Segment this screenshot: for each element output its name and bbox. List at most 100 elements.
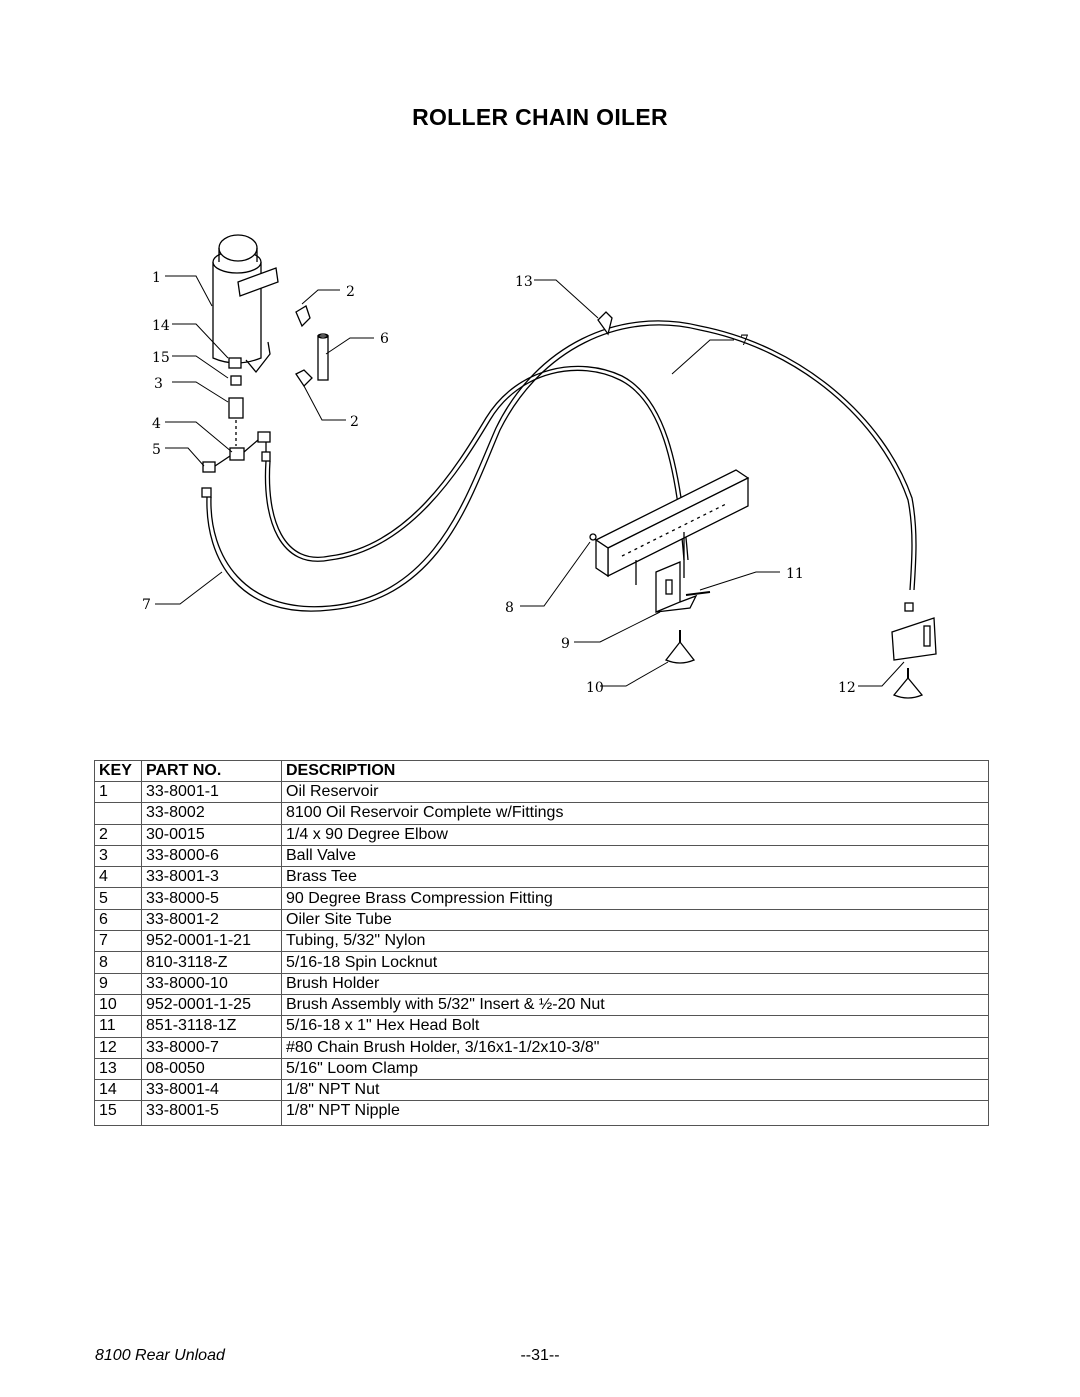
leader-lines (155, 275, 905, 687)
footer-page-number: --31-- (520, 1347, 560, 1364)
key-cell: 5 (94, 887, 142, 910)
description-cell: 5/16" Loom Clamp (281, 1057, 989, 1081)
key-cell: 7 (94, 930, 142, 953)
key-cell: 9 (94, 972, 142, 995)
elbows-and-sight-tube (295, 305, 329, 388)
description-cell: Brass Tee (281, 866, 989, 889)
square-tube-mount (589, 469, 750, 585)
key-column-header: KEY (94, 760, 142, 782)
table-header-row: KEY PART NO. DESCRIPTION (94, 760, 989, 782)
part-number-cell: 33-8001-5 (141, 1100, 282, 1127)
key-cell (94, 802, 142, 825)
key-cell: 10 (94, 993, 142, 1017)
callout-label: 7 (142, 597, 151, 613)
callout-label: 2 (346, 284, 355, 300)
parts-diagram: 1 2 14 6 15 3 2 4 5 7 13 7 11 8 9 10 12 (142, 234, 937, 699)
key-cell: 4 (94, 866, 142, 889)
description-column-header: DESCRIPTION (281, 760, 989, 782)
part-number-cell: 30-0015 (141, 823, 282, 846)
callout-label: 5 (152, 442, 161, 458)
key-cell: 8 (94, 951, 142, 974)
callout-label: 1 (152, 270, 161, 286)
description-cell: Oil Reservoir (281, 780, 989, 804)
description-cell: Brush Assembly with 5/32" Insert & ½-20 … (281, 993, 989, 1017)
part-number-cell: 33-8000-10 (141, 972, 282, 995)
part-number-cell: 33-8000-7 (141, 1036, 282, 1059)
part-number-cell: 08-0050 (141, 1057, 282, 1081)
part-number-cell: 810-3118-Z (141, 951, 282, 974)
callout-label: 6 (380, 331, 389, 347)
key-cell: 1 (94, 780, 142, 804)
part-number-cell: 33-8001-1 (141, 780, 282, 804)
page-title: ROLLER CHAIN OILER (412, 104, 668, 130)
footer-document-name: 8100 Rear Unload (95, 1347, 225, 1364)
key-cell: 2 (94, 823, 142, 846)
description-cell: Ball Valve (281, 844, 989, 868)
description-cell: 8100 Oil Reservoir Complete w/Fittings (281, 802, 989, 825)
callout-label: 7 (740, 333, 749, 349)
part-number-cell: 952-0001-1-25 (141, 993, 282, 1017)
part-number-cell: 33-8001-4 (141, 1079, 282, 1102)
part-number-cell: 33-8000-5 (141, 887, 282, 910)
brushes (664, 617, 937, 699)
key-cell: 14 (94, 1079, 142, 1102)
description-cell: Tubing, 5/32" Nylon (281, 930, 989, 953)
fittings-stack (201, 357, 271, 498)
key-cell: 11 (94, 1015, 142, 1038)
description-cell: 5/16-18 x 1" Hex Head Bolt (281, 1015, 989, 1038)
loom-clamp (597, 311, 613, 336)
part-number-cell: 33-8001-3 (141, 866, 282, 889)
callout-label: 4 (152, 416, 161, 432)
callout-label: 10 (586, 680, 604, 696)
oil-reservoir-part (212, 234, 279, 374)
callout-label: 14 (152, 318, 170, 334)
description-cell: 5/16-18 Spin Locknut (281, 951, 989, 974)
callout-label: 8 (505, 600, 514, 616)
description-cell: Oiler Site Tube (281, 908, 989, 932)
nylon-tubing (206, 320, 917, 612)
part-number-column-header: PART NO. (141, 760, 282, 782)
description-cell: 1/8" NPT Nipple (281, 1100, 989, 1127)
key-cell: 3 (94, 844, 142, 868)
description-cell: 90 Degree Brass Compression Fitting (281, 887, 989, 910)
part-number-cell: 33-8000-6 (141, 844, 282, 868)
part-number-cell: 851-3118-1Z (141, 1015, 282, 1038)
diagram-callouts: 1 2 14 6 15 3 2 4 5 7 13 7 11 8 9 10 12 (142, 270, 856, 696)
key-cell: 15 (94, 1100, 142, 1127)
part-number-cell: 952-0001-1-21 (141, 930, 282, 953)
callout-label: 9 (561, 636, 570, 652)
description-cell: 1/4 x 90 Degree Elbow (281, 823, 989, 846)
callout-label: 12 (838, 680, 856, 696)
description-cell: Brush Holder (281, 972, 989, 995)
part-number-cell: 33-8002 (141, 802, 282, 825)
callout-label: 11 (786, 566, 804, 582)
key-cell: 13 (94, 1057, 142, 1081)
brush-holder (655, 561, 711, 613)
callout-label: 3 (154, 376, 163, 392)
callout-label: 13 (515, 274, 533, 290)
description-cell: #80 Chain Brush Holder, 3/16x1-1/2x10-3/… (281, 1036, 989, 1059)
callout-label: 15 (152, 350, 170, 366)
key-cell: 6 (94, 908, 142, 932)
callout-label: 2 (350, 414, 359, 430)
description-cell: 1/8" NPT Nut (281, 1079, 989, 1102)
key-cell: 12 (94, 1036, 142, 1059)
part-number-cell: 33-8001-2 (141, 908, 282, 932)
